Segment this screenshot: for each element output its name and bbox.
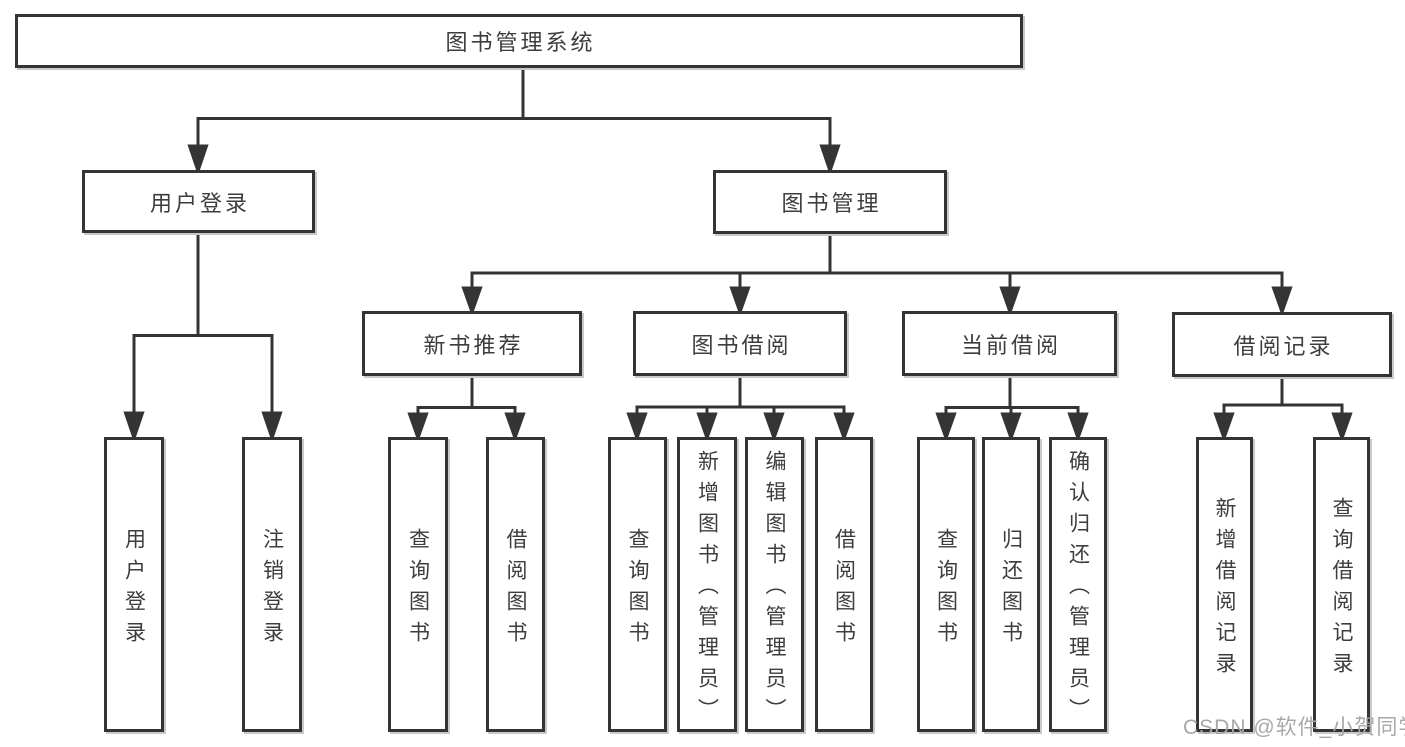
- leaf-confirm-return-admin-label: 确认归还（管理员）: [1066, 450, 1090, 729]
- arrow-down-icon: [407, 412, 429, 443]
- node-root-label: 图书管理系统: [445, 30, 596, 55]
- node-borrow-records-label: 借阅记录: [1233, 333, 1334, 359]
- arrow-down-icon: [935, 412, 957, 443]
- connector-line: [1222, 375, 1344, 417]
- leaf-add-borrow-record-label: 新增借阅记录: [1213, 496, 1236, 683]
- leaf-query-borrow-record-label: 查询借阅记录: [1330, 496, 1353, 683]
- connector-root-to-level2: [187, 66, 841, 176]
- node-new-book-recommend: 新书推荐: [362, 311, 582, 376]
- leaf-add-borrow-record: 新增借阅记录: [1196, 437, 1253, 732]
- arrow-down-icon: [123, 411, 145, 443]
- leaf-query-borrow-record: 查询借阅记录: [1313, 437, 1370, 732]
- arrow-down-icon: [461, 286, 483, 317]
- leaf-add-books-admin-label: 新增图书（管理员）: [695, 450, 719, 729]
- leaf-query-books-current-label: 查询图书: [934, 527, 958, 652]
- arrow-down-icon: [729, 286, 751, 317]
- node-borrow-records: 借阅记录: [1172, 312, 1392, 377]
- leaf-borrow-books-recommend: 借阅图书: [486, 437, 545, 732]
- leaf-query-books-recommend: 查询图书: [388, 437, 448, 732]
- leaf-query-books-borrow-label: 查询图书: [626, 527, 649, 652]
- watermark: CSDN @软件_小贺同学: [1183, 716, 1405, 739]
- connector-book-management-to-groups: [461, 232, 1293, 317]
- node-current-borrow: 当前借阅: [902, 311, 1117, 376]
- arrow-down-icon: [833, 412, 855, 443]
- leaf-borrow-books: 借阅图书: [815, 437, 873, 732]
- leaf-add-books-admin: 新增图书（管理员）: [677, 437, 737, 732]
- arrow-down-icon: [763, 412, 785, 443]
- arrow-down-icon: [261, 411, 283, 443]
- connector-borrow-records-to-leaves: [1213, 375, 1353, 443]
- arrow-down-icon: [819, 144, 841, 176]
- leaf-logout: 注销登录: [242, 437, 302, 732]
- leaf-edit-books-admin-label: 编辑图书（管理员）: [763, 450, 786, 729]
- node-new-book-recommend-label: 新书推荐: [423, 332, 524, 358]
- connector-book-borrow-to-leaves: [626, 374, 855, 443]
- node-root: 图书管理系统: [15, 14, 1023, 68]
- node-user-login-label: 用户登录: [149, 190, 250, 216]
- connector-user-login-to-leaves: [123, 231, 283, 443]
- leaf-edit-books-admin: 编辑图书（管理员）: [745, 437, 804, 732]
- arrow-down-icon: [696, 412, 718, 443]
- leaf-borrow-books-label: 借阅图书: [832, 527, 856, 652]
- arrow-down-icon: [1331, 412, 1353, 443]
- arrow-down-icon: [1271, 286, 1293, 317]
- connector-current-borrow-to-leaves: [935, 374, 1089, 443]
- arrow-down-icon: [626, 412, 648, 443]
- node-book-management-label: 图书管理: [781, 191, 882, 216]
- leaf-return-books-label: 归还图书: [999, 527, 1023, 652]
- arrow-down-icon: [1000, 412, 1022, 443]
- leaf-borrow-books-recommend-label: 借阅图书: [504, 527, 527, 652]
- arrow-down-icon: [1213, 412, 1235, 443]
- arrow-down-icon: [504, 412, 526, 443]
- connector-line: [416, 374, 517, 417]
- node-book-borrow: 图书借阅: [633, 311, 847, 376]
- leaf-query-books-borrow: 查询图书: [608, 437, 667, 732]
- arrow-down-icon: [1067, 412, 1089, 443]
- arrow-down-icon: [999, 286, 1021, 317]
- connector-line: [944, 374, 1080, 417]
- node-book-management: 图书管理: [713, 170, 947, 234]
- leaf-query-books-current: 查询图书: [917, 437, 975, 732]
- connector-line: [132, 231, 274, 417]
- node-user-login: 用户登录: [82, 170, 315, 233]
- leaf-logout-label: 注销登录: [260, 527, 284, 652]
- leaf-return-books: 归还图书: [982, 437, 1040, 732]
- leaf-confirm-return-admin: 确认归还（管理员）: [1049, 437, 1107, 732]
- node-current-borrow-label: 当前借阅: [960, 332, 1061, 358]
- leaf-query-books-recommend-label: 查询图书: [406, 527, 430, 652]
- connector-new-book-to-leaves: [407, 374, 526, 443]
- connector-line: [635, 374, 846, 417]
- node-book-borrow-label: 图书借阅: [691, 332, 792, 358]
- connector-line: [196, 66, 832, 150]
- arrow-down-icon: [187, 144, 209, 176]
- leaf-user-login: 用户登录: [104, 437, 164, 732]
- leaf-user-login-label: 用户登录: [122, 527, 146, 652]
- connector-line: [470, 232, 1284, 291]
